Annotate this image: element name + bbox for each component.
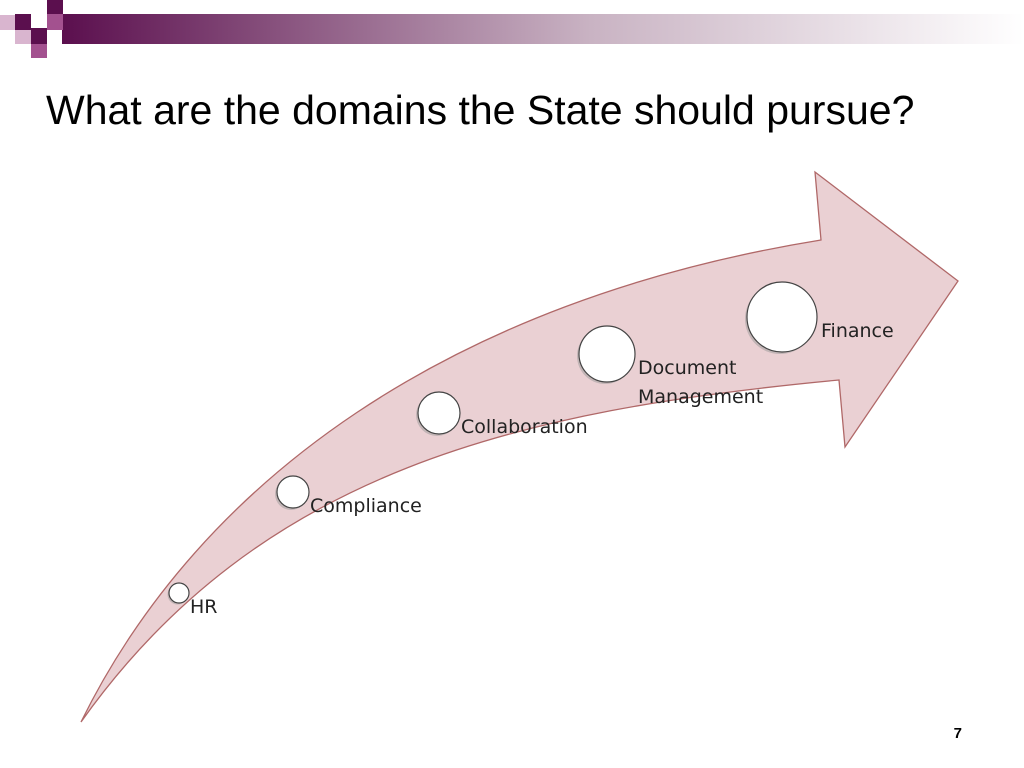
domain-markers — [167, 281, 818, 605]
header-square — [31, 0, 47, 14]
domain-label-line: Document — [638, 357, 737, 379]
marker-compliance — [275, 475, 310, 510]
header-gradient-bar — [62, 14, 1024, 44]
header-square — [31, 44, 47, 58]
header-square — [31, 28, 47, 44]
domain-label-line: Management — [638, 386, 764, 408]
marker-finance — [745, 281, 818, 354]
page-number: 7 — [953, 725, 962, 742]
marker-hr — [167, 582, 190, 605]
header-decoration — [0, 0, 1024, 58]
domain-label-hr: HR — [190, 596, 218, 618]
header-square — [47, 0, 63, 14]
domain-label-finance: Finance — [821, 320, 894, 342]
domain-label-collaboration: Collaboration — [461, 416, 588, 438]
header-square — [0, 15, 15, 30]
header-square — [15, 14, 31, 30]
header-square — [47, 14, 63, 30]
marker-collaboration — [416, 391, 461, 436]
header-square — [15, 30, 31, 44]
domain-label-document-management: Document Management — [638, 354, 763, 412]
curved-arrow — [80, 170, 959, 723]
domain-label-compliance: Compliance — [310, 495, 422, 517]
header-square — [0, 0, 15, 15]
slide-title: What are the domains the State should pu… — [46, 87, 915, 133]
marker-document-management — [577, 325, 636, 384]
